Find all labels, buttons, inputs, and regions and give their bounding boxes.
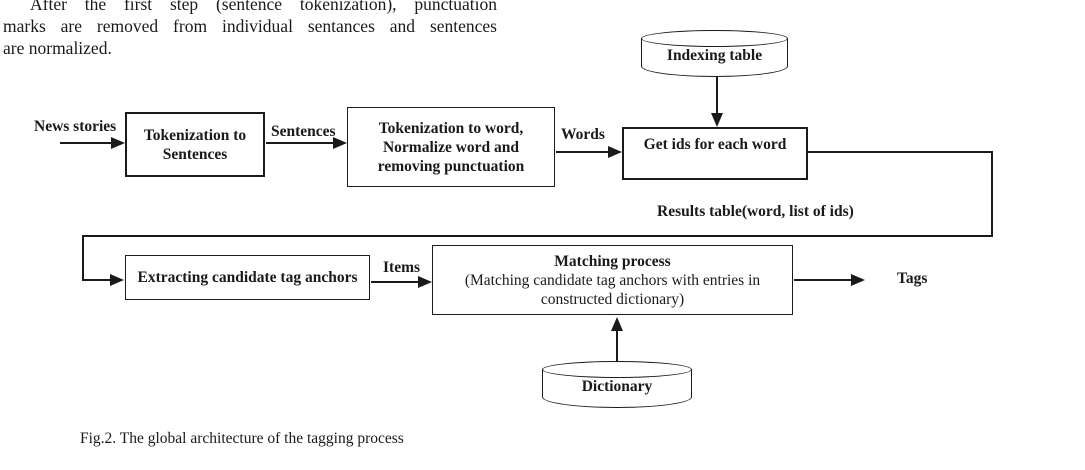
edge-label-items: Items — [383, 259, 421, 276]
edge-indexing-to-getids-line — [716, 77, 718, 115]
edge-box1-to-box2-line — [266, 142, 334, 144]
edge-results-line-across — [82, 235, 993, 237]
flow-box-tokenize-words-line3: removing punctuation — [377, 157, 525, 175]
edge-results-line-down — [991, 151, 993, 237]
paragraph-line-2: marks are removed from individual sentan… — [3, 16, 497, 36]
flow-box-tokenize-sentences-line1: Tokenization to — [143, 126, 247, 144]
edge-label-results-table: Results table(word, list of ids) — [657, 203, 854, 220]
edge-label-words: Words — [561, 126, 605, 143]
datastore-indexing-table: Indexing table — [641, 30, 788, 77]
edge-box4-to-box5-line — [371, 281, 419, 283]
edge-results-line-into-box4 — [82, 279, 112, 281]
arrow-down-icon — [711, 113, 723, 127]
flow-box-matching-line2: (Matching candidate tag anchors with ent… — [464, 271, 761, 289]
body-paragraph: After the first step (sentence tokenizat… — [3, 0, 497, 59]
flow-box-tokenize-sentences-line2: Sentences — [162, 145, 228, 163]
arrow-up-icon — [611, 317, 623, 331]
edge-results-line-down-left — [82, 235, 84, 281]
flow-box-extract-anchors: Extracting candidate tag anchors — [125, 255, 370, 300]
arrow-right-icon — [851, 274, 865, 286]
arrow-right-icon — [111, 137, 125, 149]
cylinder-top-ellipse — [641, 30, 788, 47]
flow-box-tokenize-words-line2: Normalize word and — [382, 138, 520, 156]
flow-box-tokenize-words: Tokenization to word, Normalize word and… — [347, 107, 555, 187]
datastore-indexing-table-label: Indexing table — [666, 47, 763, 64]
edge-box5-to-tags-line — [794, 279, 852, 281]
arrow-right-icon — [110, 274, 124, 286]
flow-box-matching-process: Matching process (Matching candidate tag… — [432, 245, 793, 315]
flow-box-get-ids: Get ids for each word — [622, 127, 808, 180]
datastore-dictionary: Dictionary — [542, 361, 692, 408]
edge-label-sentences: Sentences — [271, 123, 336, 140]
edge-news-to-box1-line — [60, 142, 113, 144]
arrow-right-icon — [418, 276, 432, 288]
edge-box2-to-box3-line — [556, 151, 609, 153]
cylinder-top-ellipse — [542, 361, 692, 378]
flow-box-extract-anchors-label: Extracting candidate tag anchors — [137, 269, 358, 286]
arrow-right-icon — [608, 146, 622, 158]
edge-dictionary-to-box5-line — [616, 330, 618, 366]
flow-box-matching-title: Matching process — [554, 252, 671, 270]
flow-box-get-ids-label: Get ids for each word — [643, 136, 787, 153]
figure-caption: Fig.2. The global architecture of the ta… — [80, 430, 404, 447]
paragraph-line-3: are normalized. — [3, 38, 112, 58]
edge-label-news-stories: News stories — [34, 118, 117, 135]
paragraph-line-1: After the first step (sentence tokenizat… — [30, 0, 497, 14]
flow-box-matching-line3: constructed dictionary) — [540, 290, 685, 308]
flow-box-tokenize-sentences: Tokenization to Sentences — [125, 112, 265, 177]
edge-results-line-right — [808, 151, 993, 153]
edge-label-tags: Tags — [897, 270, 928, 287]
datastore-dictionary-label: Dictionary — [581, 378, 653, 395]
flow-box-tokenize-words-line1: Tokenization to word, — [378, 119, 524, 137]
arrow-right-icon — [333, 137, 347, 149]
